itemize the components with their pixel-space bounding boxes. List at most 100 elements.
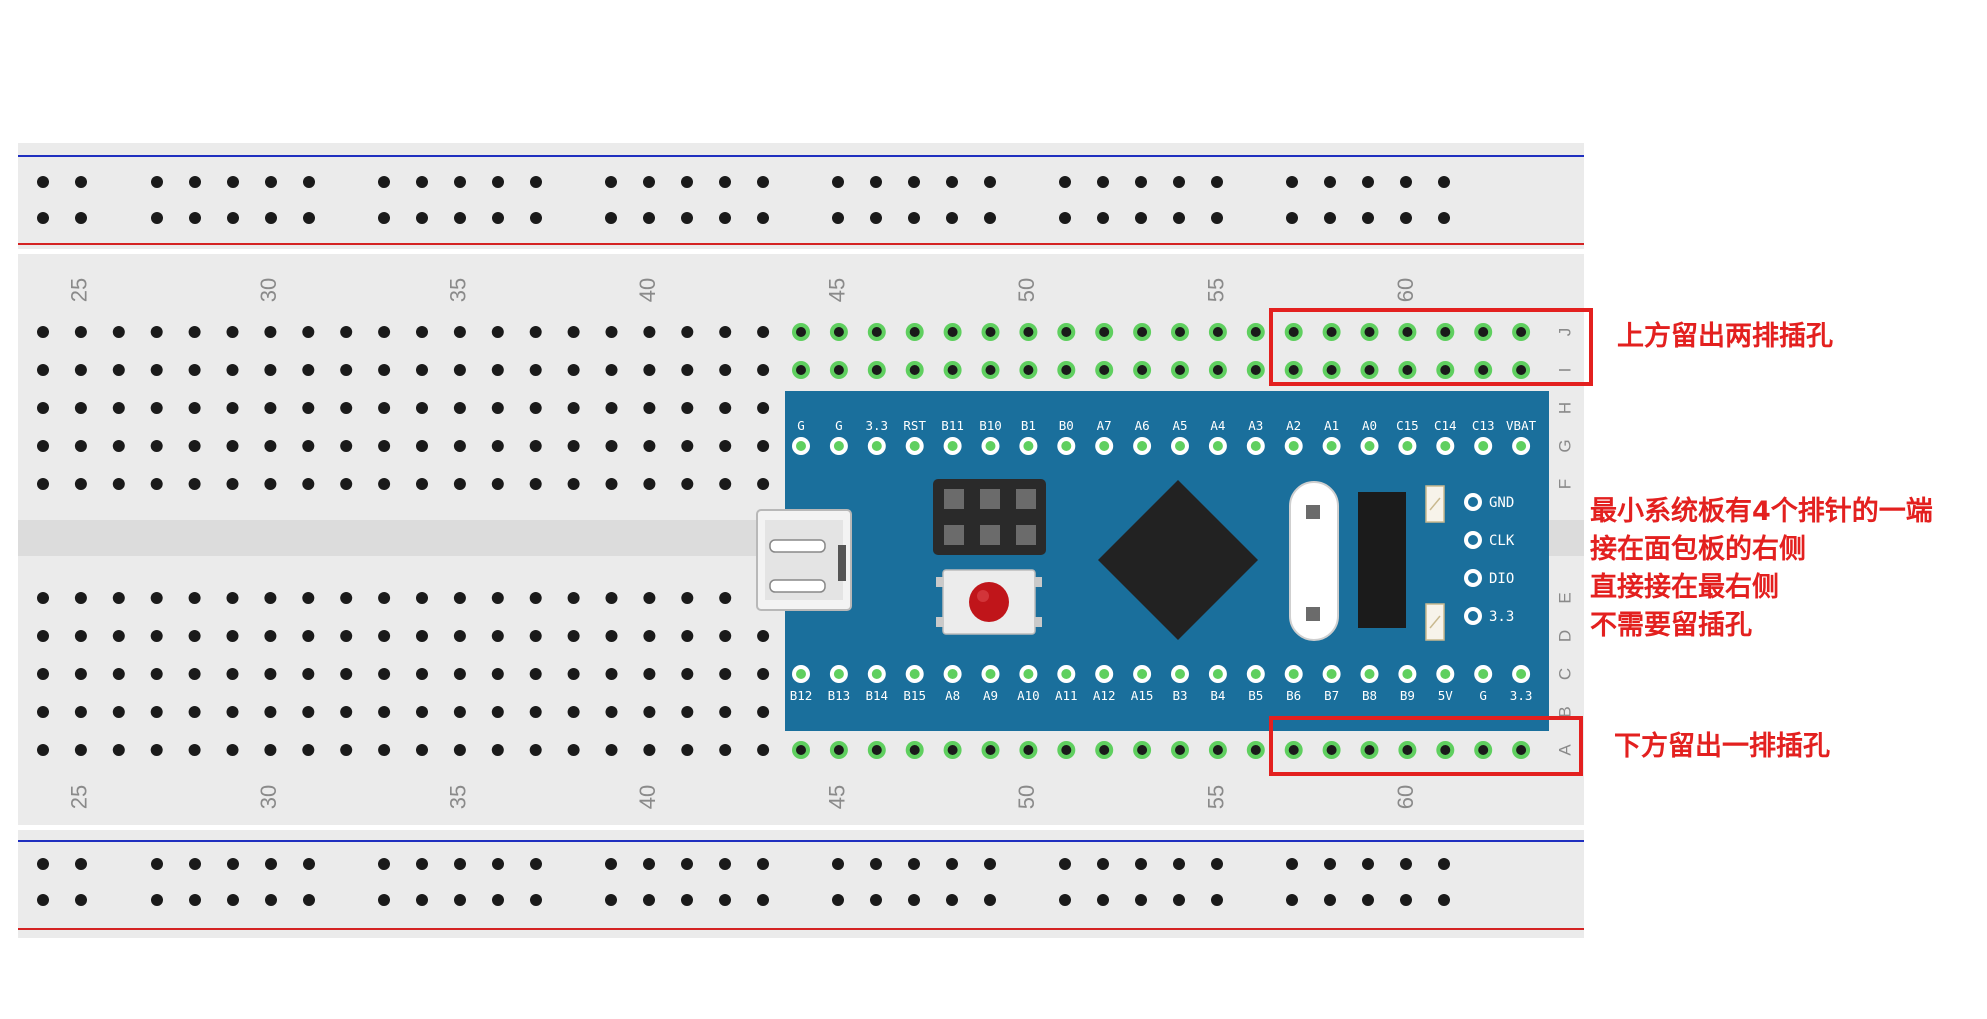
rail-hole [1286, 176, 1298, 188]
hole-G39 [605, 440, 618, 452]
hole-E37 [529, 592, 542, 604]
rail-hole [1324, 212, 1336, 224]
crystal-oscillator [1289, 481, 1339, 641]
hole-B28 [188, 706, 201, 718]
rail-hole [303, 176, 315, 188]
top-pin-label: A7 [1097, 418, 1112, 433]
rail-hole [1173, 176, 1185, 188]
top-pin-label: C13 [1472, 418, 1495, 433]
rail-hole [832, 176, 844, 188]
rail-hole [75, 858, 87, 870]
hole-B38 [567, 706, 580, 718]
bottom-pin-label: A11 [1055, 688, 1078, 703]
hole-G43 [757, 440, 770, 452]
hole-A32 [340, 744, 353, 756]
rail-hole [643, 894, 655, 906]
hole-D24 [37, 630, 49, 642]
hole-I28 [188, 364, 201, 376]
hole-B36 [491, 706, 504, 718]
rail-hole [1362, 212, 1374, 224]
hole-C33 [378, 668, 391, 680]
rail-hole [37, 858, 49, 870]
rail-hole [1286, 894, 1298, 906]
rail-hole [265, 894, 277, 906]
hole-H41 [681, 402, 694, 414]
hole-A26 [112, 744, 125, 756]
column-number-25-top: 25 [67, 278, 92, 302]
column-number-30-bottom: 30 [256, 785, 281, 809]
hole-I27 [150, 364, 163, 376]
rail-hole [454, 858, 466, 870]
rail-hole [530, 894, 542, 906]
hole-I40 [643, 364, 656, 376]
hole-F40 [643, 478, 656, 490]
rail-hole [832, 858, 844, 870]
hole-C37 [529, 668, 542, 680]
hole-B42 [719, 706, 732, 718]
rail-hole [151, 858, 163, 870]
hole-D35 [453, 630, 466, 642]
rail-hole [908, 176, 920, 188]
hole-J25 [74, 326, 87, 338]
hole-G35 [453, 440, 466, 452]
hole-C32 [340, 668, 353, 680]
hole-B25 [74, 706, 87, 718]
hole-J29 [226, 326, 239, 338]
rail-hole [757, 858, 769, 870]
hole-I33 [378, 364, 391, 376]
rail-hole [227, 894, 239, 906]
rail-hole [189, 858, 201, 870]
top-pin-label: G [797, 418, 805, 433]
hole-E32 [340, 592, 353, 604]
top-pin-label: B0 [1059, 418, 1074, 433]
row-letter-D: D [1555, 630, 1574, 642]
rail-hole [605, 176, 617, 188]
rail-hole [832, 212, 844, 224]
rail-hole [984, 858, 996, 870]
rail-hole [530, 212, 542, 224]
rail-hole [643, 176, 655, 188]
rail-hole [492, 894, 504, 906]
hole-B31 [302, 706, 315, 718]
highlight-box-top [1269, 308, 1593, 386]
rail-hole [946, 858, 958, 870]
rail-hole [378, 894, 390, 906]
rail-hole [227, 858, 239, 870]
column-number-50-top: 50 [1014, 278, 1039, 302]
rail-hole [1438, 212, 1450, 224]
hole-E24 [37, 592, 49, 604]
hole-F42 [719, 478, 732, 490]
hole-E26 [112, 592, 125, 604]
bottom-pin-label: B6 [1286, 688, 1301, 703]
hole-G41 [681, 440, 694, 452]
hole-A35 [453, 744, 466, 756]
rail-hole [492, 212, 504, 224]
hole-C26 [112, 668, 125, 680]
side-pin-label: GND [1489, 495, 1514, 511]
hole-D33 [378, 630, 391, 642]
hole-H30 [264, 402, 277, 414]
breadboard-bottom-rail [18, 830, 1584, 938]
hole-J38 [567, 326, 580, 338]
hole-H27 [150, 402, 163, 414]
hole-F31 [302, 478, 315, 490]
hole-F39 [605, 478, 618, 490]
column-number-45-top: 45 [825, 278, 850, 302]
rail-hole [757, 176, 769, 188]
rail-hole [870, 858, 882, 870]
column-number-55-top: 55 [1204, 278, 1229, 302]
rail-hole [416, 212, 428, 224]
rail-hole [151, 212, 163, 224]
rail-hole [643, 212, 655, 224]
column-number-35-top: 35 [446, 278, 471, 302]
top-pin-label: B11 [941, 418, 964, 433]
bottom-pin-label: B13 [828, 688, 851, 703]
swd-header [933, 479, 1046, 555]
annotation-bottom: 下方留出一排插孔 [1614, 731, 1830, 762]
annotation-side-line-1: 最小系统板有4个排针的一端 [1590, 496, 1933, 527]
hole-C36 [491, 668, 504, 680]
hole-E41 [681, 592, 694, 604]
